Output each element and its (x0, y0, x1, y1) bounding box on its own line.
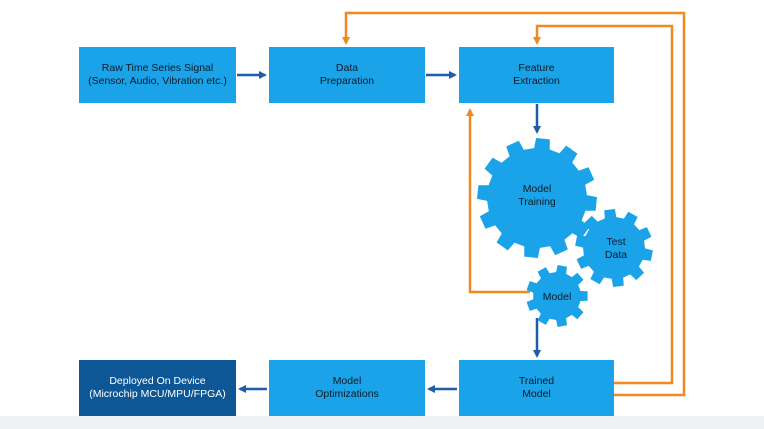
feedback-to-feature-extraction (533, 24, 674, 385)
box-feature-extraction-bg (459, 47, 614, 103)
flow-arrows (237, 71, 541, 393)
box-raw-signal: Raw Time Series Signal (Sensor, Audio, V… (79, 47, 236, 103)
gear-test-data-shape (575, 209, 653, 287)
gear-model-training-line1: Model (523, 183, 552, 195)
gear-test-data: Test Data (575, 209, 653, 287)
gear-model-shape (526, 265, 588, 327)
box-feature-extraction-line2: Extraction (513, 75, 560, 87)
box-feature-extraction: Feature Extraction (459, 47, 614, 103)
gear-model-training: Model Training (477, 138, 597, 258)
gear-test-data-line2: Data (605, 249, 627, 261)
box-data-preparation-line2: Preparation (320, 75, 374, 87)
box-deployed-bg (79, 360, 236, 416)
box-deployed-line2: (Microchip MCU/MPU/FPGA) (89, 388, 226, 400)
box-deployed-on-device: Deployed On Device (Microchip MCU/MPU/FP… (79, 360, 236, 416)
gear-model-line1: Model (543, 291, 572, 303)
box-raw-signal-line2: (Sensor, Audio, Vibration etc.) (88, 75, 227, 87)
gear-test-data-line1: Test (606, 236, 625, 248)
box-trained-model-line1: Trained (519, 375, 554, 387)
box-trained-model-line2: Model (522, 388, 551, 400)
feedback-to-data-prep (342, 11, 686, 397)
box-feature-extraction-line1: Feature (518, 62, 554, 74)
box-model-optimizations-bg (269, 360, 425, 416)
gear-model-training-shape (477, 138, 597, 258)
gear-model: Model (526, 265, 588, 327)
feedback-arrows (342, 11, 686, 397)
box-trained-model-bg (459, 360, 614, 416)
box-model-optimizations-line2: Optimizations (315, 388, 379, 400)
feedback-model-to-feature (466, 108, 530, 294)
box-model-optimizations: Model Optimizations (269, 360, 425, 416)
box-data-preparation-bg (269, 47, 425, 103)
box-trained-model: Trained Model (459, 360, 614, 416)
gear-model-training-line2: Training (518, 196, 556, 208)
box-model-optimizations-line1: Model (333, 375, 362, 387)
box-raw-signal-line1: Raw Time Series Signal (102, 62, 213, 74)
box-deployed-line1: Deployed On Device (109, 375, 205, 387)
box-data-preparation-line1: Data (336, 62, 358, 74)
box-data-preparation: Data Preparation (269, 47, 425, 103)
bottom-strip (0, 416, 764, 429)
box-raw-signal-bg (79, 47, 236, 103)
